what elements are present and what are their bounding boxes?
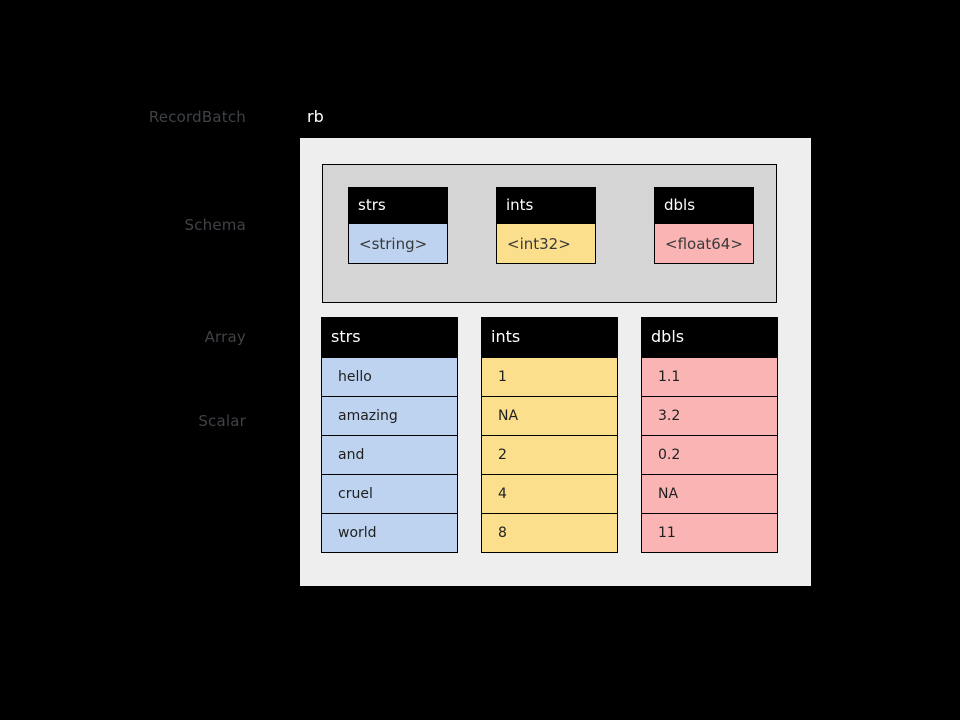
array-cell: hello xyxy=(322,358,457,397)
array-cell: NA xyxy=(642,475,777,514)
annotation-label-array: Array xyxy=(204,328,246,346)
schema-field-type: <float64> xyxy=(654,224,754,264)
recordbatch-panel: strs <string> ints <int32> dbls <float64… xyxy=(300,138,811,586)
array-list: strs hello amazing and cruel world ints … xyxy=(321,317,801,562)
arrow-shaft xyxy=(274,223,320,225)
schema-field-name: strs xyxy=(348,187,448,224)
array-cell: 11 xyxy=(642,514,777,553)
array-cell: 0.2 xyxy=(642,436,777,475)
array-cell: 2 xyxy=(482,436,617,475)
array-cell: 1 xyxy=(482,358,617,397)
schema-panel: strs <string> ints <int32> dbls <float64… xyxy=(322,164,777,303)
schema-field: dbls <float64> xyxy=(654,187,754,264)
array-cell: 4 xyxy=(482,475,617,514)
schema-field-name: ints xyxy=(496,187,596,224)
annotation-label-recordbatch: RecordBatch xyxy=(148,108,246,126)
schema-field-type: <string> xyxy=(348,224,448,264)
annotation-label-scalar: Scalar xyxy=(198,412,246,430)
schema-field-type: <int32> xyxy=(496,224,596,264)
array-cell: 1.1 xyxy=(642,358,777,397)
array-column-ints: ints 1 NA 2 4 8 xyxy=(481,317,618,553)
array-cell: and xyxy=(322,436,457,475)
recordbatch-variable-name: rb xyxy=(307,107,324,126)
array-column-name: strs xyxy=(321,317,458,357)
array-cell: amazing xyxy=(322,397,457,436)
schema-field-list: strs <string> ints <int32> dbls <float64… xyxy=(323,165,776,302)
array-cell-list: 1.1 3.2 0.2 NA 11 xyxy=(641,357,778,553)
schema-field: strs <string> xyxy=(348,187,448,264)
array-cell-list: hello amazing and cruel world xyxy=(321,357,458,553)
schema-field: ints <int32> xyxy=(496,187,596,264)
array-column-name: ints xyxy=(481,317,618,357)
array-cell: cruel xyxy=(322,475,457,514)
array-cell: 8 xyxy=(482,514,617,553)
array-column-dbls: dbls 1.1 3.2 0.2 NA 11 xyxy=(641,317,778,553)
array-cell: world xyxy=(322,514,457,553)
arrow-shaft xyxy=(274,336,320,338)
array-cell: NA xyxy=(482,397,617,436)
array-column-name: dbls xyxy=(641,317,778,357)
array-column-strs: strs hello amazing and cruel world xyxy=(321,317,458,553)
array-cell-list: 1 NA 2 4 8 xyxy=(481,357,618,553)
annotation-label-schema: Schema xyxy=(184,216,246,234)
schema-field-name: dbls xyxy=(654,187,754,224)
array-cell: 3.2 xyxy=(642,397,777,436)
